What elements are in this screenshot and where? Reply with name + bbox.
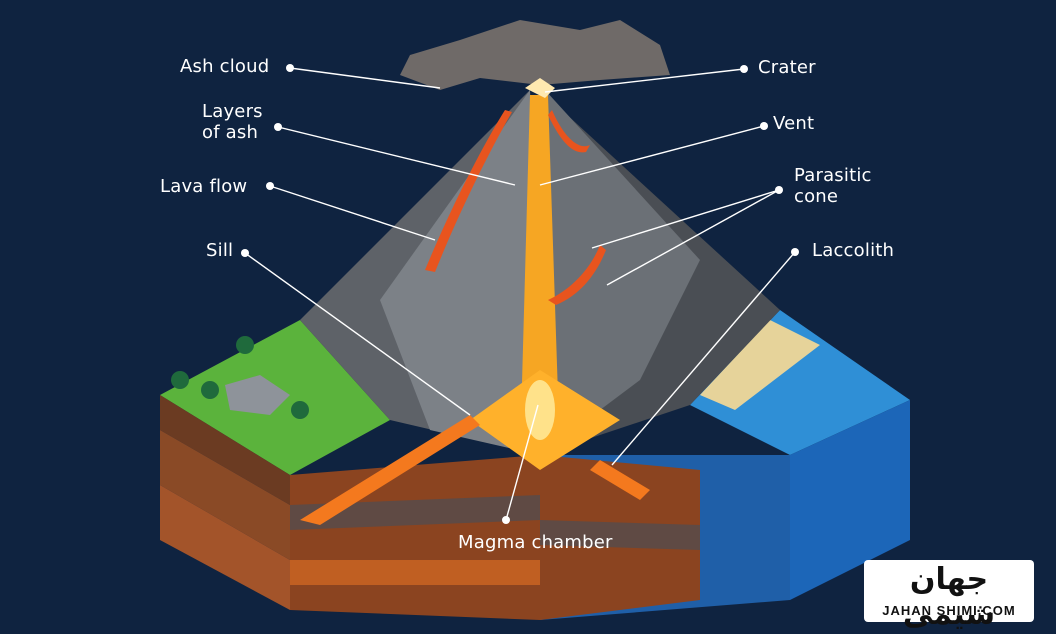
label-laccolith: Laccolith [812,240,895,261]
volcano-right-face [540,90,700,455]
tree [201,381,219,399]
sill-intrusion [300,415,480,525]
beach [700,320,820,410]
label-vent: Vent [773,113,815,134]
sill-dot [241,249,249,257]
label-lava-flow: Lava flow [160,176,248,197]
lava-flow-dot [266,182,274,190]
laccolith-intrusion [590,460,650,500]
left-soil-front [160,395,290,505]
layers-of-ash-dot [274,123,282,131]
label-magma-chamber: Magma chamber [458,532,613,553]
tree [291,401,309,419]
main-vent [520,95,560,455]
label-ash-cloud: Ash cloud [180,56,270,77]
boulder [225,375,290,415]
right-strata [540,520,700,550]
magma-core [525,380,555,440]
watermark-latin: JAHAN SHIMI.COM [882,603,1016,618]
label-crater: Crater [758,57,816,78]
label-layers-of-ash: Layers of ash [202,101,263,143]
crater-dot [740,65,748,73]
magma-chamber-dot [502,516,510,524]
label-parasitic-cone: Parasitic cone [794,165,872,207]
crater-glow [525,78,555,98]
lava-flow-left [425,110,512,272]
left-strata-2 [290,560,540,585]
parasitic-cone-branch [548,245,606,305]
tree [236,336,254,354]
laccolith-dot [791,248,799,256]
lava-flow-right [548,110,590,153]
watermark-persian: جهان شیمی [902,562,996,632]
tree [171,371,189,389]
watermark-logo: جهان شیمی JAHAN SHIMI.COM [864,560,1034,632]
ocean-top [690,310,910,455]
leader-lines [244,67,796,521]
ash-cloud [400,20,670,90]
vent-dot [760,122,768,130]
left-deep-layer [160,485,290,610]
parasitic-cone-dot [775,186,783,194]
label-sill: Sill [206,240,234,261]
ocean-side [790,400,910,600]
left-rock-layer [160,430,290,560]
ash-cloud-dot [286,64,294,72]
